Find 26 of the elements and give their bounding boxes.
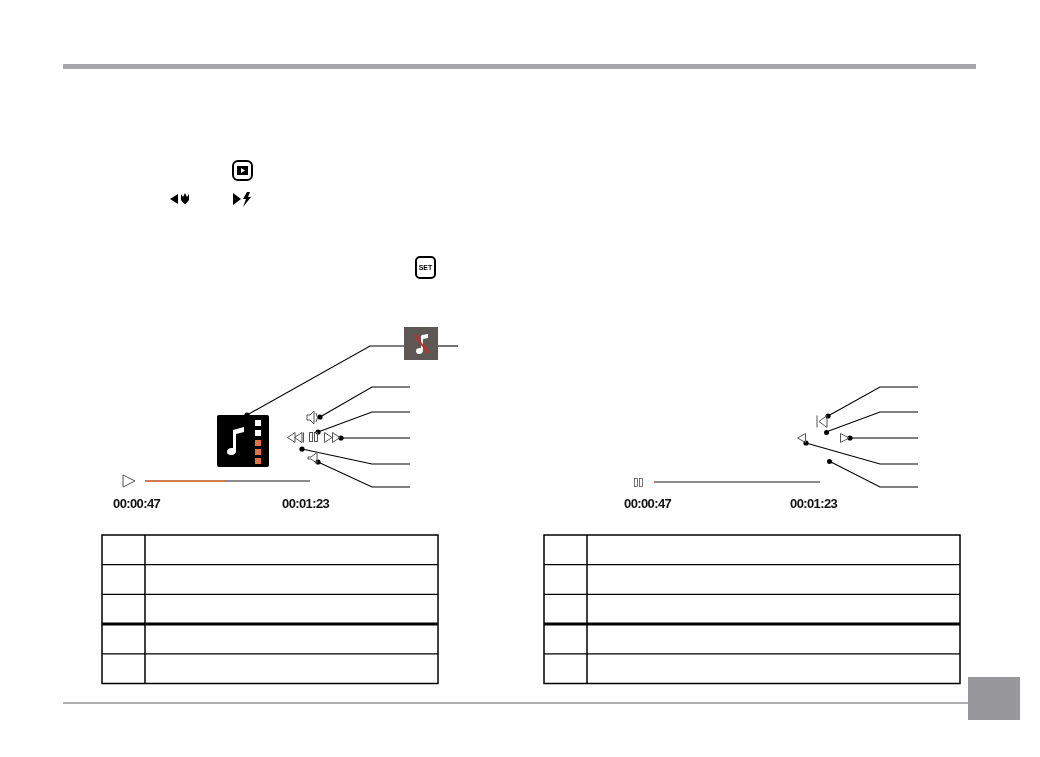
- pause-icon: [309, 432, 318, 442]
- leader-line: [317, 386, 411, 420]
- leader-dot: [823, 429, 829, 435]
- leader-line: [299, 446, 411, 465]
- leader-line: [437, 345, 459, 347]
- leader-line: [338, 435, 411, 441]
- right-arrow-icon: [840, 433, 850, 443]
- leader-line: [825, 411, 919, 433]
- leader-line: [244, 345, 405, 418]
- left-arrow-icon: [797, 433, 806, 443]
- muted-music-icon: [404, 327, 438, 360]
- volume-up-icon: [306, 410, 320, 425]
- elapsed-time: 00:00:47: [624, 496, 672, 511]
- leader-dot: [826, 458, 832, 464]
- total-time: 00:01:23: [790, 496, 838, 511]
- leader-line: [825, 386, 919, 419]
- total-time: 00:01:23: [282, 496, 330, 511]
- music-icon: [217, 415, 269, 467]
- leader-line: [315, 411, 411, 435]
- fast-forward-icon: [324, 432, 341, 443]
- volume-down-icon: [307, 452, 318, 464]
- elapsed-time: 00:00:47: [113, 496, 161, 511]
- leader-line: [315, 459, 411, 488]
- leader-line: [803, 440, 919, 465]
- leader-line: [847, 435, 919, 441]
- skip-back-icon: [816, 415, 828, 428]
